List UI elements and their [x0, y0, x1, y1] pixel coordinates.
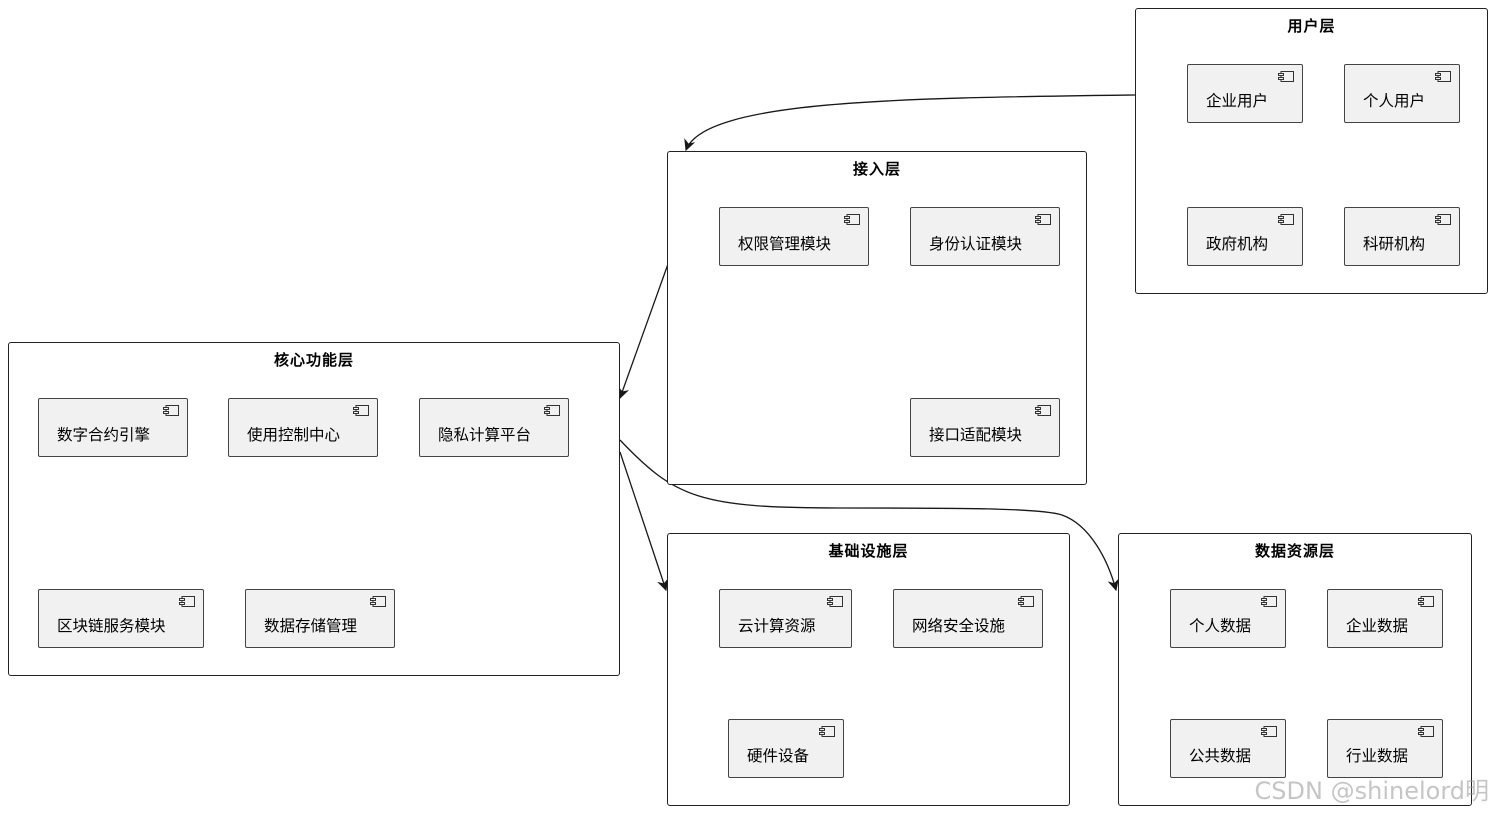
- component-identity-authentication[interactable]: 身份认证模块: [910, 207, 1060, 266]
- component-icon: [1278, 71, 1294, 82]
- component-icon: [370, 596, 386, 607]
- edge-access-to-core: [618, 263, 669, 400]
- package-core-layer: 核心功能层 数字合约引擎 使用控制中心 隐私计算平台 区块链服务模块 数据存储管…: [8, 342, 620, 676]
- component-label: 个人数据: [1189, 617, 1252, 635]
- package-title: 数据资源层: [1254, 542, 1335, 560]
- component-enterprise-data[interactable]: 企业数据: [1327, 589, 1443, 648]
- component-permission-management[interactable]: 权限管理模块: [719, 207, 869, 266]
- component-icon: [353, 405, 369, 416]
- component-label: 云计算资源: [738, 617, 816, 635]
- component-label: 区块链服务模块: [57, 617, 166, 635]
- package-user-layer: 用户层 企业用户 个人用户 政府机构 科研机构: [1135, 8, 1488, 294]
- package-data-resource-layer: 数据资源层 个人数据 企业数据 公共数据 行业数据: [1118, 533, 1472, 806]
- component-icon: [1418, 726, 1434, 737]
- component-government[interactable]: 政府机构: [1187, 207, 1303, 266]
- watermark: CSDN @shinelord明: [1254, 777, 1489, 805]
- component-icon: [1261, 596, 1277, 607]
- component-data-storage-management[interactable]: 数据存储管理: [245, 589, 395, 648]
- component-interface-adapter[interactable]: 接口适配模块: [910, 398, 1060, 457]
- component-icon: [1435, 71, 1451, 82]
- component-label: 企业数据: [1346, 617, 1409, 635]
- component-enterprise-user[interactable]: 企业用户: [1187, 64, 1303, 123]
- component-label: 数字合约引擎: [57, 426, 151, 444]
- component-icon: [1035, 214, 1051, 225]
- component-blockchain-service[interactable]: 区块链服务模块: [38, 589, 204, 648]
- component-icon: [1278, 214, 1294, 225]
- component-hardware[interactable]: 硬件设备: [728, 719, 844, 778]
- component-personal-data[interactable]: 个人数据: [1170, 589, 1286, 648]
- package-access-layer: 接入层 权限管理模块 身份认证模块 接口适配模块: [667, 151, 1087, 485]
- component-label: 权限管理模块: [738, 235, 832, 253]
- component-smart-contract-engine[interactable]: 数字合约引擎: [38, 398, 188, 457]
- component-label: 接口适配模块: [929, 426, 1023, 444]
- package-title: 核心功能层: [273, 351, 354, 369]
- package-title: 接入层: [852, 160, 901, 178]
- component-icon: [544, 405, 560, 416]
- component-label: 身份认证模块: [929, 235, 1023, 253]
- component-cloud-computing[interactable]: 云计算资源: [719, 589, 852, 648]
- component-icon: [1018, 596, 1034, 607]
- component-label: 硬件设备: [747, 747, 810, 765]
- component-icon: [844, 214, 860, 225]
- component-icon: [827, 596, 843, 607]
- component-icon: [1418, 596, 1434, 607]
- component-research-institute[interactable]: 科研机构: [1344, 207, 1460, 266]
- component-icon: [179, 596, 195, 607]
- component-icon: [163, 405, 179, 416]
- component-usage-control-center[interactable]: 使用控制中心: [228, 398, 378, 457]
- component-icon: [819, 726, 835, 737]
- component-privacy-computing-platform[interactable]: 隐私计算平台: [419, 398, 569, 457]
- package-infrastructure-layer: 基础设施层 云计算资源 网络安全设施 硬件设备: [667, 533, 1070, 806]
- component-label: 网络安全设施: [912, 617, 1006, 635]
- component-label: 行业数据: [1346, 747, 1409, 765]
- component-label: 隐私计算平台: [438, 426, 532, 444]
- edge-user-to-access: [684, 94, 1136, 152]
- component-individual-user[interactable]: 个人用户: [1344, 64, 1460, 123]
- component-icon: [1435, 214, 1451, 225]
- component-label: 数据存储管理: [264, 617, 358, 635]
- package-title: 用户层: [1287, 17, 1336, 35]
- component-label: 公共数据: [1189, 747, 1252, 765]
- component-label: 企业用户: [1206, 92, 1269, 110]
- component-label: 科研机构: [1363, 235, 1426, 253]
- package-title: 基础设施层: [828, 542, 909, 560]
- component-label: 使用控制中心: [247, 426, 341, 444]
- component-public-data[interactable]: 公共数据: [1170, 719, 1286, 778]
- edge-core-to-infra: [619, 451, 669, 592]
- edge-core-to-data: [619, 439, 1119, 592]
- component-network-security[interactable]: 网络安全设施: [893, 589, 1043, 648]
- component-label: 个人用户: [1363, 92, 1426, 110]
- component-label: 政府机构: [1206, 235, 1269, 253]
- component-industry-data[interactable]: 行业数据: [1327, 719, 1443, 778]
- component-icon: [1035, 405, 1051, 416]
- component-icon: [1261, 726, 1277, 737]
